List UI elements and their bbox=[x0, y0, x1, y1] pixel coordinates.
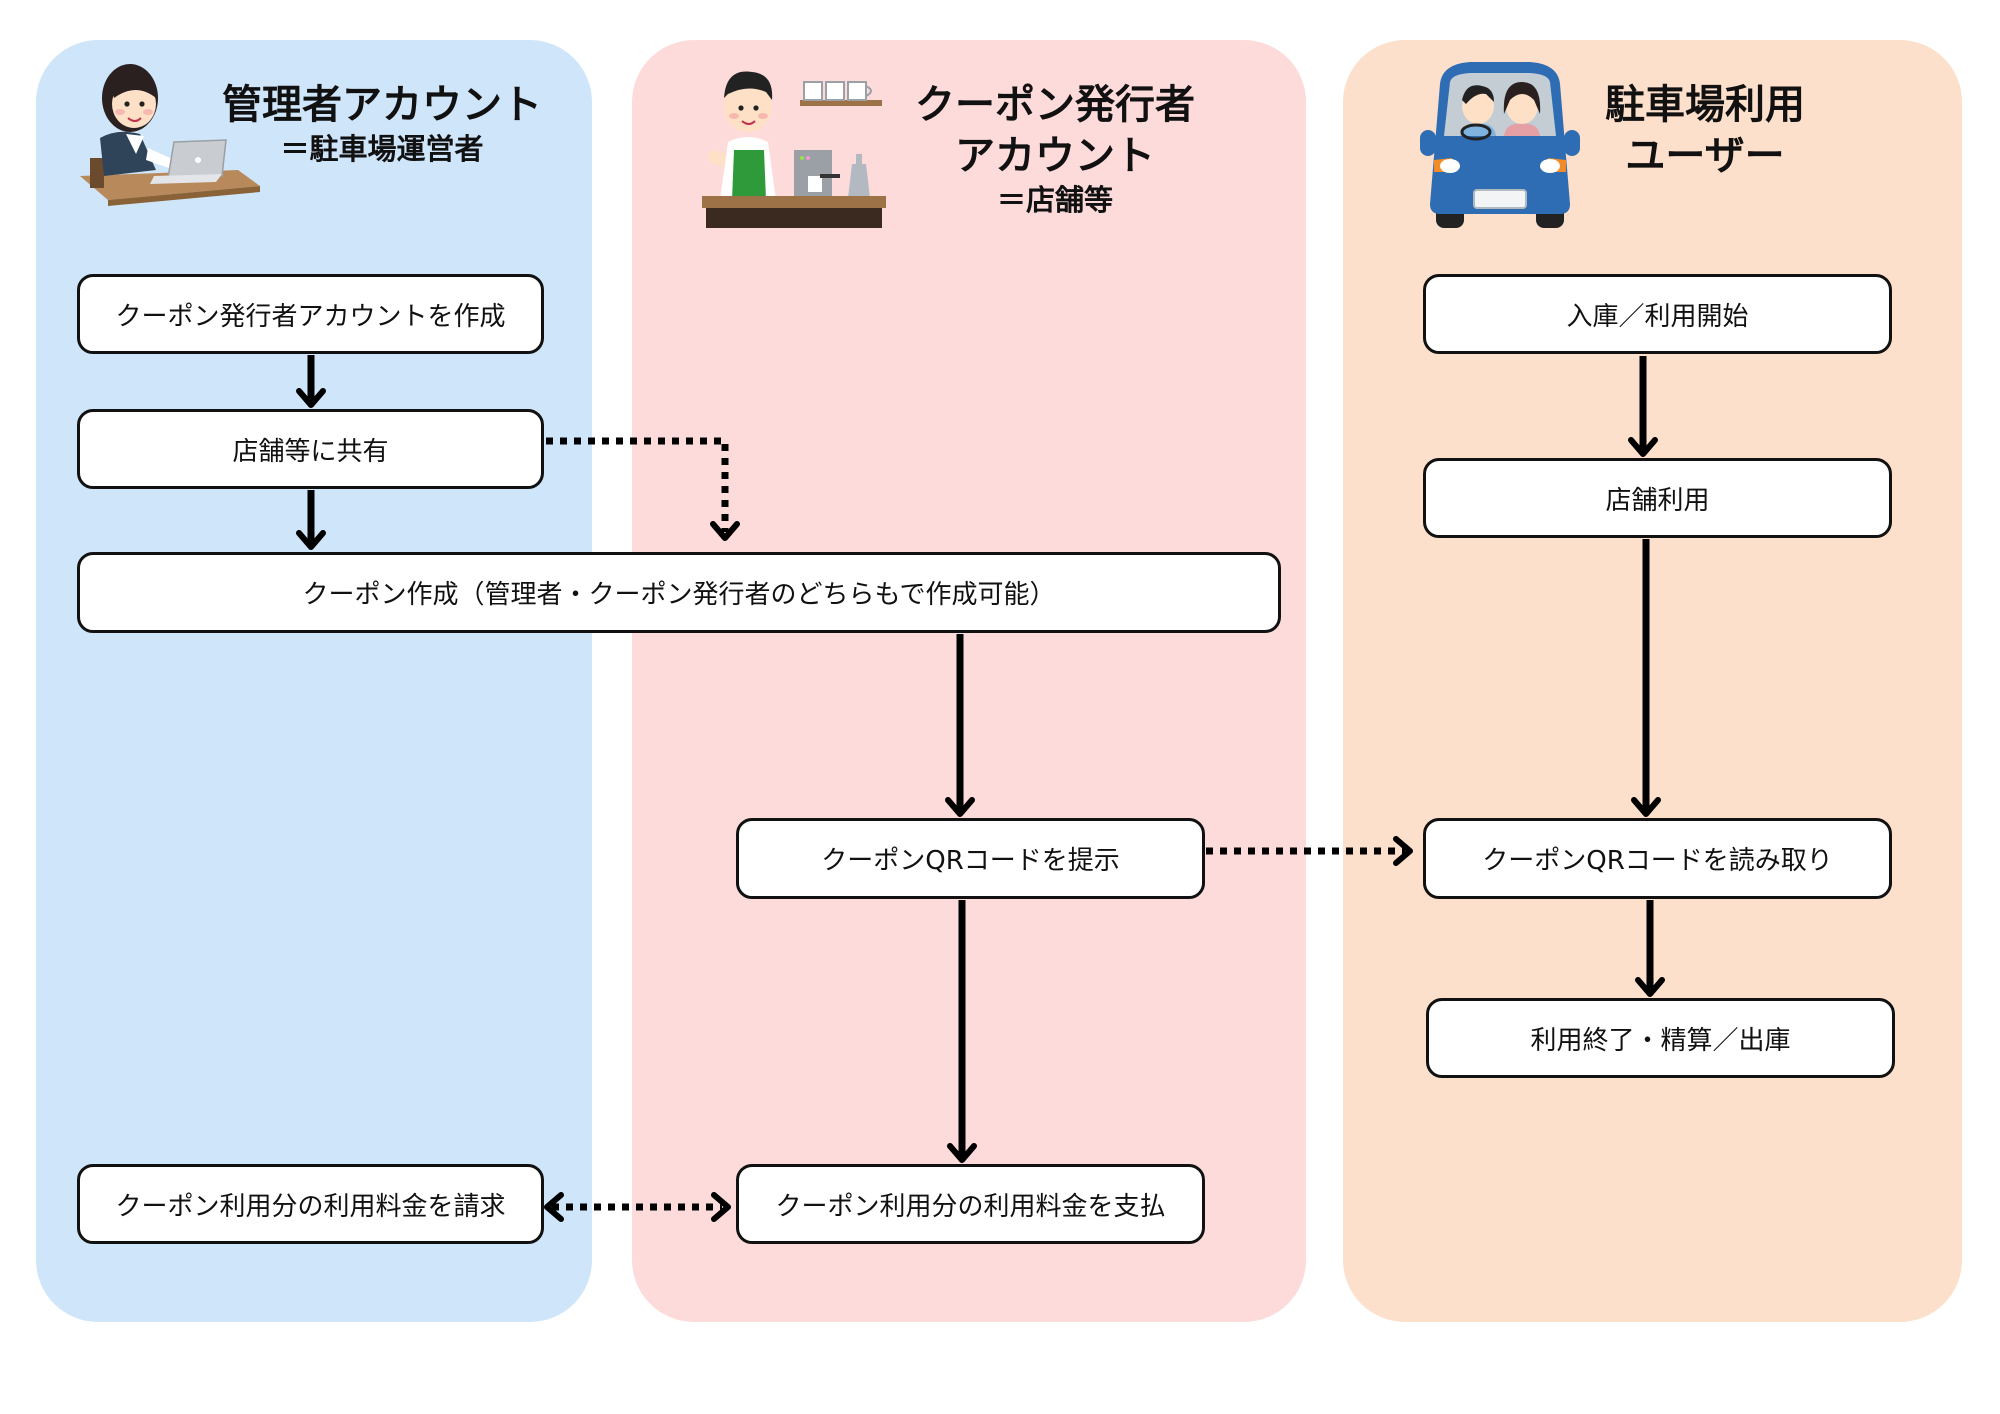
step-store-use[interactable]: 店舗利用 bbox=[1423, 458, 1892, 538]
step-pay-fees[interactable]: クーポン利用分の利用料金を支払 bbox=[736, 1164, 1205, 1244]
lane-admin bbox=[36, 40, 592, 1322]
step-share-with-stores[interactable]: 店舗等に共有 bbox=[77, 409, 544, 489]
step-entry-start[interactable]: 入庫／利用開始 bbox=[1423, 274, 1892, 354]
step-end-settle-exit[interactable]: 利用終了・精算／出庫 bbox=[1426, 998, 1895, 1078]
step-create-coupon[interactable]: クーポン作成（管理者・クーポン発行者のどちらもで作成可能） bbox=[77, 552, 1281, 633]
lane-user-title-line1: 駐車場利用 bbox=[1605, 82, 1805, 128]
lane-issuer-subtitle: ＝店舗等 bbox=[996, 183, 1113, 218]
lane-issuer-header: クーポン発行者 アカウント ＝店舗等 bbox=[900, 80, 1210, 219]
lane-admin-title: 管理者アカウント bbox=[222, 82, 542, 128]
lane-issuer bbox=[632, 40, 1306, 1322]
step-create-issuer-account[interactable]: クーポン発行者アカウントを作成 bbox=[77, 274, 544, 354]
step-present-qr[interactable]: クーポンQRコードを提示 bbox=[736, 818, 1205, 899]
office-worker-laptop-icon bbox=[80, 64, 260, 206]
step-read-qr[interactable]: クーポンQRコードを読み取り bbox=[1423, 818, 1892, 899]
step-bill-fees[interactable]: クーポン利用分の利用料金を請求 bbox=[77, 1164, 544, 1244]
lane-issuer-title-line1: クーポン発行者 bbox=[915, 82, 1195, 128]
lane-admin-header: 管理者アカウント ＝駐車場運営者 bbox=[222, 80, 542, 168]
lane-user-header: 駐車場利用 ユーザー bbox=[1580, 80, 1830, 182]
lane-user-title-line2: ユーザー bbox=[1625, 133, 1785, 180]
lane-admin-subtitle: ＝駐車場運営者 bbox=[280, 132, 484, 167]
lane-user bbox=[1343, 40, 1962, 1322]
lane-issuer-title-line2: アカウント bbox=[955, 133, 1155, 180]
cafe-staff-icon bbox=[702, 71, 886, 228]
car-with-couple-icon bbox=[1420, 62, 1580, 228]
